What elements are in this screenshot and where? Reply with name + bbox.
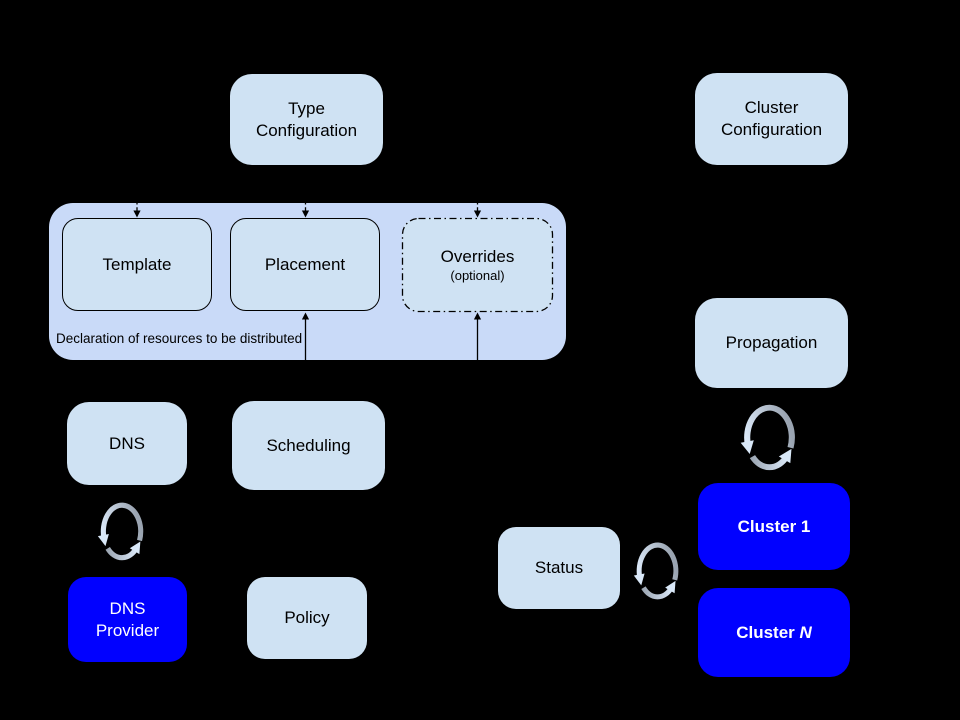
status-label: Status (534, 558, 584, 577)
overrides-box: Overrides (optional) (402, 218, 553, 312)
dns-provider-label-line2: Provider (95, 620, 160, 640)
overrides-sublabel: (optional) (450, 268, 505, 283)
dns-box: DNS (67, 402, 187, 485)
cluster-n-label: Cluster N (736, 622, 812, 642)
group-caption: Declaration of resources to be distribut… (56, 331, 303, 346)
policy-label: Policy (284, 608, 330, 627)
cluster-n-box: Cluster N (698, 588, 850, 677)
status-box: Status (498, 527, 620, 609)
type-configuration-box: Type Configuration (230, 74, 383, 165)
placement-label: Placement (264, 254, 346, 274)
sync-icon (97, 502, 144, 561)
dns-provider-label-line1: DNS (109, 598, 146, 618)
propagation-label: Propagation (725, 333, 818, 352)
type-configuration-label-line1: Type (288, 98, 325, 118)
dns-provider-box: DNS Provider (68, 577, 187, 662)
template-label: Template (102, 254, 172, 274)
cluster-1-box: Cluster 1 (698, 483, 850, 570)
sync-icon (633, 542, 679, 600)
overrides-label: Overrides (440, 247, 515, 266)
scheduling-label: Scheduling (266, 435, 351, 455)
placement-box: Placement (230, 218, 380, 311)
propagation-box: Propagation (695, 298, 848, 388)
template-box: Template (62, 218, 212, 311)
sync-icon (740, 404, 795, 471)
cluster-configuration-label-line1: Cluster (744, 98, 799, 117)
cluster-1-label: Cluster 1 (737, 516, 811, 536)
policy-box: Policy (247, 577, 367, 659)
scheduling-box: Scheduling (232, 401, 385, 490)
cluster-configuration-label-line2: Configuration (720, 120, 823, 139)
dns-label: DNS (109, 433, 145, 453)
type-configuration-label-line2: Configuration (255, 120, 358, 140)
cluster-configuration-box: Cluster Configuration (695, 73, 848, 165)
